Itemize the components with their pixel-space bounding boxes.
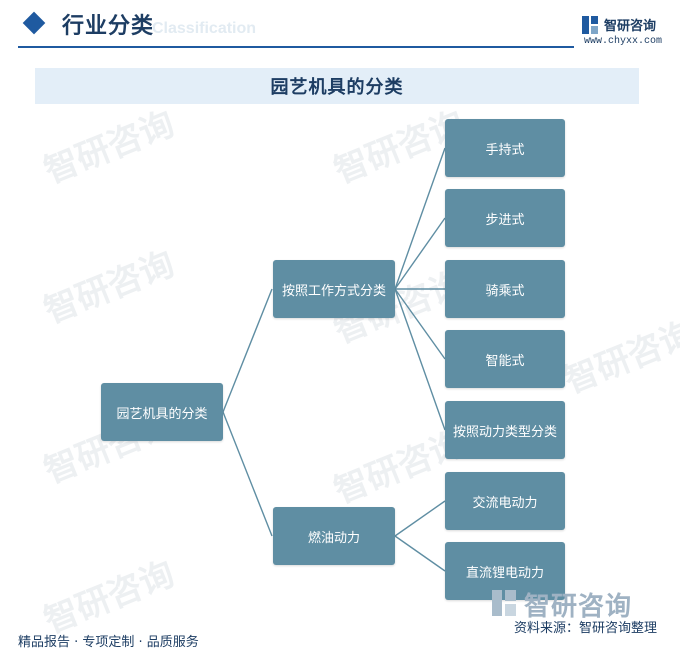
brand-logo-icon	[582, 16, 598, 34]
brand-url: www.chyxx.com	[584, 36, 663, 47]
leaf-node-handheld: 手持式	[445, 119, 565, 177]
connector-root-branch1	[222, 288, 273, 413]
connector-b2-c1	[394, 500, 446, 537]
branch-node-work-mode: 按照工作方式分类	[273, 260, 395, 318]
connector-b2-c2	[394, 535, 446, 572]
branch-node-fuel-power: 燃油动力	[273, 507, 395, 565]
connector-b1-c5	[394, 288, 446, 431]
leaf-node-walk-behind: 步进式	[445, 189, 565, 247]
footer-logo-name: 智研咨询	[524, 592, 633, 622]
header-divider	[18, 46, 574, 48]
source-note: 资料来源：智研咨询整理	[514, 621, 658, 636]
footer-logo-icon	[492, 590, 516, 616]
section-subtitle: Classification	[152, 20, 257, 37]
connector-b1-c1	[394, 147, 446, 290]
leaf-node-ac-power: 交流电动力	[445, 472, 565, 530]
leaf-node-ride-on: 骑乘式	[445, 260, 565, 318]
leaf-node-by-power-type: 按照动力类型分类	[445, 401, 565, 459]
brand-name: 智研咨询	[604, 19, 657, 34]
footer-slogan: 精品报告 · 专项定制 · 品质服务	[18, 635, 199, 650]
connector-b1-c2	[394, 217, 446, 290]
leaf-node-smart: 智能式	[445, 330, 565, 388]
connector-root-branch2	[222, 411, 273, 537]
connector-b1-c4	[394, 288, 446, 360]
diagram-title: 园艺机具的分类	[35, 68, 639, 104]
root-node: 园艺机具的分类	[101, 383, 223, 441]
section-title: 行业分类	[62, 14, 155, 39]
